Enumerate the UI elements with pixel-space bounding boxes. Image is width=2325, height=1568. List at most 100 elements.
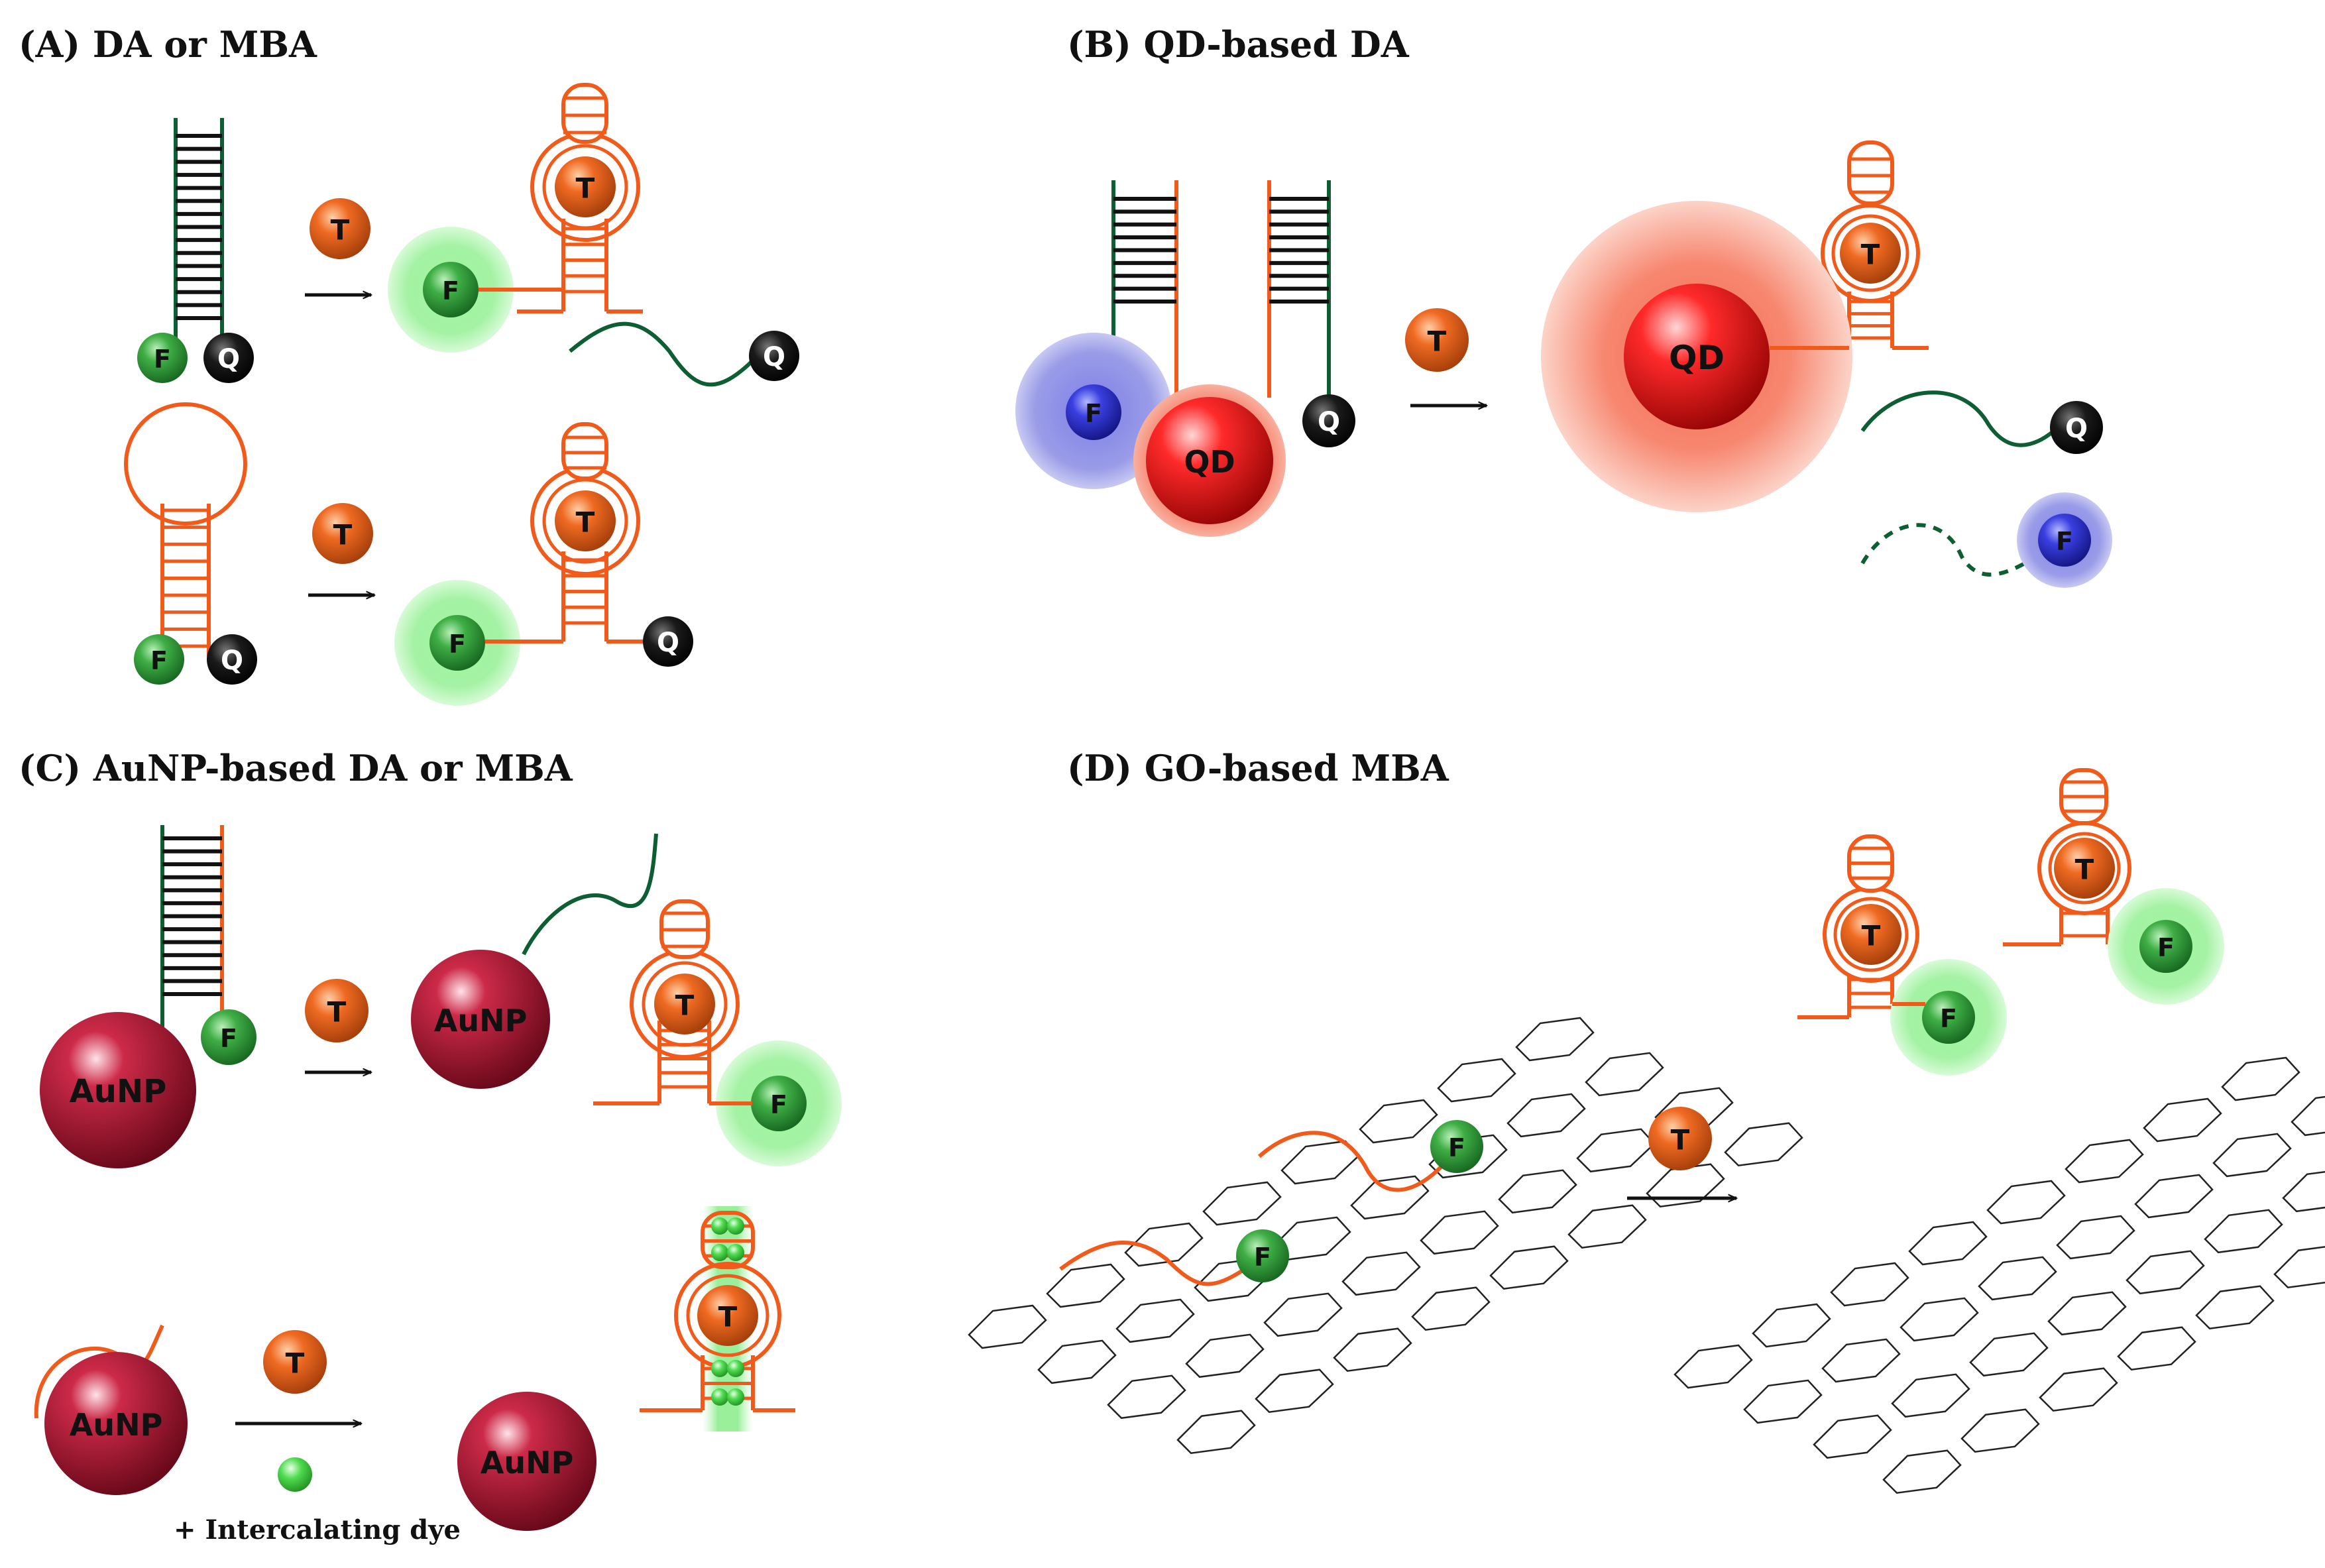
graphene-cell (1359, 1099, 1438, 1144)
fluorophore-label: F (2157, 933, 2175, 962)
fluorophore-label: F (1254, 1243, 1271, 1272)
intercalating-dye (727, 1217, 744, 1235)
fluorophore (429, 615, 485, 671)
gold-nanoparticle (40, 1012, 196, 1168)
target-label: T (1428, 325, 1447, 358)
quantum-dot (1624, 284, 1770, 429)
panel-b (1111, 180, 2063, 577)
graphene-cell (1124, 1222, 1204, 1267)
quencher (749, 331, 799, 381)
graphene-cell (1350, 1175, 1430, 1220)
graphene-cell (1263, 1292, 1343, 1337)
panel-a-title: (A) DA or MBA (19, 23, 317, 66)
quencher-label: Q (1318, 407, 1340, 437)
fluorophore (134, 634, 184, 685)
target (1405, 308, 1469, 372)
duplex-rungs (1113, 197, 1176, 304)
target-label: T (333, 519, 353, 551)
graphene-cell (2291, 1095, 2325, 1137)
graphene-cell (1908, 1221, 1988, 1266)
graphene-cell (2126, 1250, 2205, 1295)
fluorophore (751, 1076, 807, 1131)
fluorophore-label: F (442, 276, 459, 306)
panel-b-title: (B) QD-based DA (1067, 23, 1410, 66)
graphene-cell (1743, 1379, 1823, 1424)
graphene-cell (1891, 1373, 1970, 1418)
graphene-cell (1978, 1256, 2057, 1301)
target-label: T (1671, 1124, 1690, 1156)
graphene-cell (1576, 1128, 1656, 1173)
fluorophore (1430, 1120, 1483, 1173)
fluorophore-blue (2038, 514, 2091, 567)
quencher-label: Q (657, 628, 679, 658)
fluorophore-blue-label: F (2056, 527, 2073, 556)
graphene-cell (1506, 1093, 1586, 1138)
graphene-cell (2282, 1170, 2325, 1213)
target (555, 490, 616, 551)
graphene-cell (968, 1304, 1047, 1349)
graphene-cell (2134, 1174, 2214, 1219)
released-quencher-strand (1860, 390, 2063, 447)
fluorophore-label: F (154, 345, 171, 374)
target (697, 1285, 758, 1346)
panel-c: + Intercalating dye (34, 825, 795, 1545)
gold-nanoparticle-label: AuNP (70, 1407, 163, 1443)
gold-nanoparticle-label: AuNP (70, 1073, 167, 1110)
graphene-cell (2221, 1056, 2300, 1101)
graphene-cell (1821, 1338, 1901, 1383)
quencher-label: Q (763, 342, 785, 372)
fluorophore-label: F (770, 1090, 787, 1119)
target (2054, 838, 2115, 899)
target (263, 1330, 327, 1394)
fluorophore (2139, 920, 2192, 973)
graphene-cell (1176, 1410, 1256, 1455)
graphene-cell (1341, 1251, 1421, 1296)
intercalating-dye (711, 1388, 728, 1406)
quantum-dot-label: QD (1669, 339, 1725, 377)
graphene-cell (1882, 1449, 1962, 1494)
target-label: T (576, 506, 595, 539)
target-label: T (576, 172, 595, 205)
intercalating-dye (278, 1457, 312, 1492)
graphene-cell (1333, 1327, 1412, 1372)
target (555, 156, 616, 217)
fluorophore (423, 262, 479, 317)
fluorophore-label: F (1448, 1133, 1465, 1162)
intercalating-dye (727, 1244, 744, 1261)
graphene-cell (1969, 1332, 2049, 1377)
target-label: T (327, 996, 347, 1029)
graphene-cell (1585, 1052, 1664, 1097)
graphene-cell (2204, 1209, 2283, 1254)
graphene-cell (1515, 1017, 1595, 1062)
target (1840, 223, 1901, 284)
released-dye-strand (1860, 523, 2043, 577)
graphene-cell (2039, 1367, 2118, 1412)
gold-nanoparticle-label: AuNP (434, 1003, 528, 1038)
graphene-cell (1830, 1262, 1909, 1307)
quencher (1302, 394, 1355, 447)
duplex-probe (174, 118, 224, 345)
graphene-cell (2065, 1139, 2144, 1184)
gold-nanoparticle (411, 950, 550, 1089)
graphene-cell (1900, 1297, 1979, 1342)
gold-nanoparticle-label: AuNP (481, 1445, 574, 1481)
adsorbed-strand (34, 1324, 164, 1419)
adsorbed-probe (1059, 1240, 1261, 1286)
duplex-rungs (1269, 197, 1329, 304)
graphene-cell (1280, 1140, 1360, 1185)
panel-d (968, 768, 2325, 1494)
adsorbed-probe (1257, 1131, 1460, 1192)
duplex-rungs (162, 836, 222, 996)
target (310, 198, 370, 259)
target (654, 974, 715, 1035)
target (1648, 1107, 1712, 1170)
graphene-cell (1724, 1122, 1803, 1167)
graphene-cell (1752, 1303, 1831, 1348)
fluorophore-blue-label: F (1085, 399, 1102, 428)
target-label: T (331, 214, 350, 247)
intercalating-dye-caption: + Intercalating dye (174, 1514, 461, 1545)
graphene-cell (1185, 1333, 1265, 1378)
intercalating-dye (711, 1244, 728, 1261)
hairpin-probe (124, 402, 247, 656)
